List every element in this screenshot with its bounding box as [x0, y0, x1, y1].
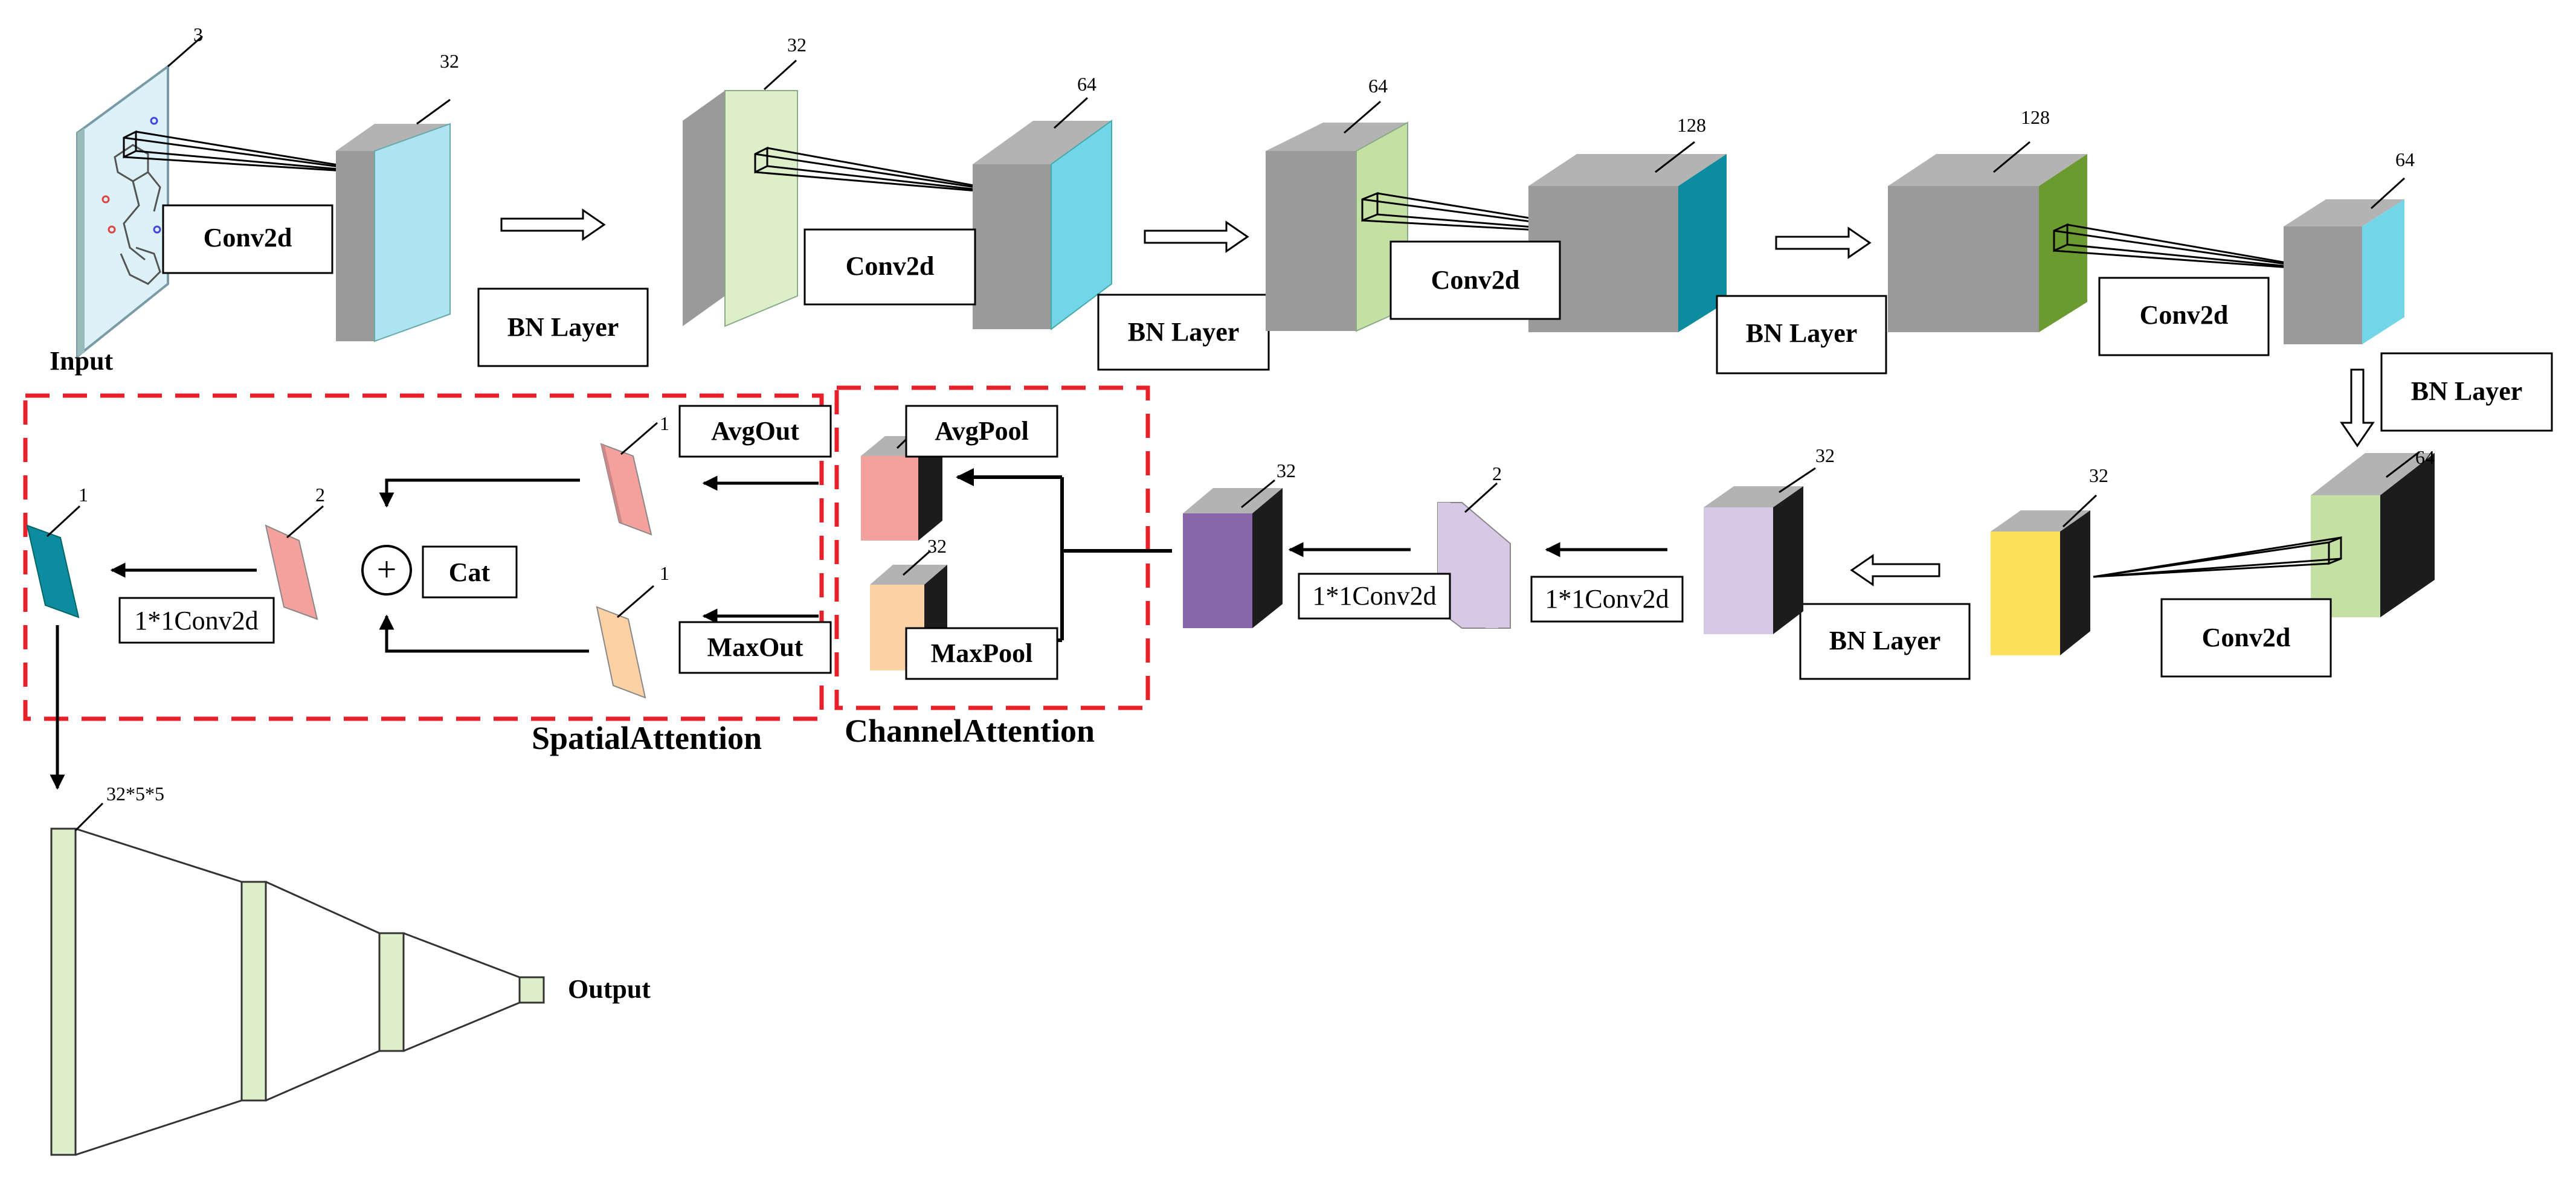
channel-label: 32: [440, 50, 459, 72]
concat-plus-symbol: +: [377, 550, 397, 589]
input-label: Input: [50, 346, 114, 376]
conv2d-box: [2098, 277, 2270, 356]
channel-label: 32: [787, 34, 807, 56]
channel-label: 1: [79, 484, 88, 506]
conv2d-box: [162, 204, 333, 274]
feature-map-cube: [1888, 154, 2087, 332]
feature-map-cube: [973, 120, 1112, 330]
input-image: [76, 64, 169, 359]
concat-connector: [379, 478, 589, 653]
conv2d-label: Conv2d: [2202, 623, 2291, 652]
spatial-attention-region: [23, 393, 824, 721]
channel-label: 128: [2021, 106, 2050, 128]
conv1x1-box: [118, 597, 275, 644]
channel-label: 2: [315, 484, 325, 506]
feature-map-cube: [1266, 121, 1408, 332]
maxout-label: MaxOut: [707, 632, 803, 662]
bn-layer-box: [477, 288, 649, 367]
conv1x1-box: [1530, 576, 1684, 623]
conv1x1-box: [1298, 573, 1451, 620]
cat-label: Cat: [449, 557, 491, 587]
conv2d-box: [2160, 598, 2332, 678]
channel-label: 64: [2395, 149, 2415, 170]
bn-layer-box: [1799, 603, 1971, 680]
molecule-graphic-icon: [101, 117, 161, 285]
hollow-arrow-icon: [1775, 226, 1872, 259]
fully-connected-layers: [50, 827, 545, 1156]
feature-map-cube: [1991, 510, 2090, 655]
conv2d-label: Conv2d: [204, 223, 292, 252]
cat-box: [422, 545, 518, 599]
feature-map-cube: [683, 90, 798, 327]
conv1x1-label: 1*1Conv2d: [1312, 581, 1436, 611]
bn-layer-label: BN Layer: [1746, 318, 1858, 348]
feature-map-cube: [1528, 154, 1727, 332]
maxout-plane: [596, 606, 646, 699]
conv1x1-label: 1*1Conv2d: [134, 606, 258, 635]
channel-label: 32: [1277, 460, 1296, 481]
channel-label: 2: [1492, 463, 1502, 484]
channel-label: 32: [927, 535, 947, 557]
avgpool-box: [905, 405, 1058, 458]
feature-map-cube: [1183, 488, 1283, 628]
channel-attention-title: ChannelAttention: [845, 713, 1095, 749]
fc-layer-2: [240, 881, 267, 1102]
bn-layer-box: [2380, 352, 2553, 432]
maxpool-label: MaxPool: [931, 638, 1033, 668]
bn-layer-box: [1097, 294, 1270, 371]
concat-plus-icon: [361, 545, 412, 596]
bn-layer-label: BN Layer: [1128, 317, 1240, 347]
channel-label: 128: [1677, 114, 1706, 136]
spatial-attention-title: SpatialAttention: [532, 720, 762, 756]
attention-map-plane: [26, 524, 80, 618]
feature-map-cube: [336, 123, 451, 342]
fc-layer-1: [50, 827, 77, 1156]
channel-label: 64: [1077, 73, 1096, 95]
channel-label: 1: [660, 562, 669, 584]
hollow-arrow-icon: [500, 208, 606, 241]
channel-label: 64: [2415, 446, 2435, 468]
channel-label: 3: [193, 24, 203, 45]
maxout-box: [678, 621, 832, 674]
conv2d-label: Conv2d: [1431, 265, 1520, 295]
fc-layer-output: [518, 976, 545, 1004]
channel-attention-region: [834, 385, 1150, 710]
channel-label: 32: [1815, 445, 1835, 466]
bn-layer-label: BN Layer: [507, 312, 619, 342]
bn-layer-label: BN Layer: [1829, 626, 1941, 655]
hollow-arrow-left-icon: [1850, 554, 1940, 586]
hollow-arrow-down-icon: [2340, 368, 2375, 448]
conv2d-box: [1389, 240, 1561, 320]
conv2d-label: Conv2d: [846, 251, 935, 281]
channel-label: 1: [660, 413, 669, 434]
kernel-projection: [2093, 536, 2342, 578]
bn-layer-label: BN Layer: [2411, 376, 2523, 406]
avgout-plane: [600, 443, 652, 536]
conv1x1-label: 1*1Conv2d: [1545, 584, 1669, 614]
channel-label: 64: [1368, 75, 1388, 97]
avgpool-label: AvgPool: [935, 416, 1029, 446]
conv2d-box: [803, 228, 976, 306]
feature-map-cube: [2311, 453, 2435, 617]
maxpool-box: [905, 627, 1058, 680]
feature-map-cube: [1704, 486, 1803, 634]
avgout-label: AvgOut: [711, 416, 799, 446]
output-label: Output: [568, 974, 651, 1004]
avgout-box: [678, 405, 832, 458]
fc-size-label: 32*5*5: [106, 783, 164, 805]
bn-layer-box: [1716, 295, 1887, 374]
hollow-arrow-icon: [1144, 220, 1249, 253]
conv2d-label: Conv2d: [2140, 300, 2229, 330]
feature-map-cube: [2284, 199, 2404, 344]
branch-connector: [1060, 477, 1172, 640]
fc-layer-3: [378, 932, 405, 1052]
channel-label: 32: [2089, 464, 2108, 486]
